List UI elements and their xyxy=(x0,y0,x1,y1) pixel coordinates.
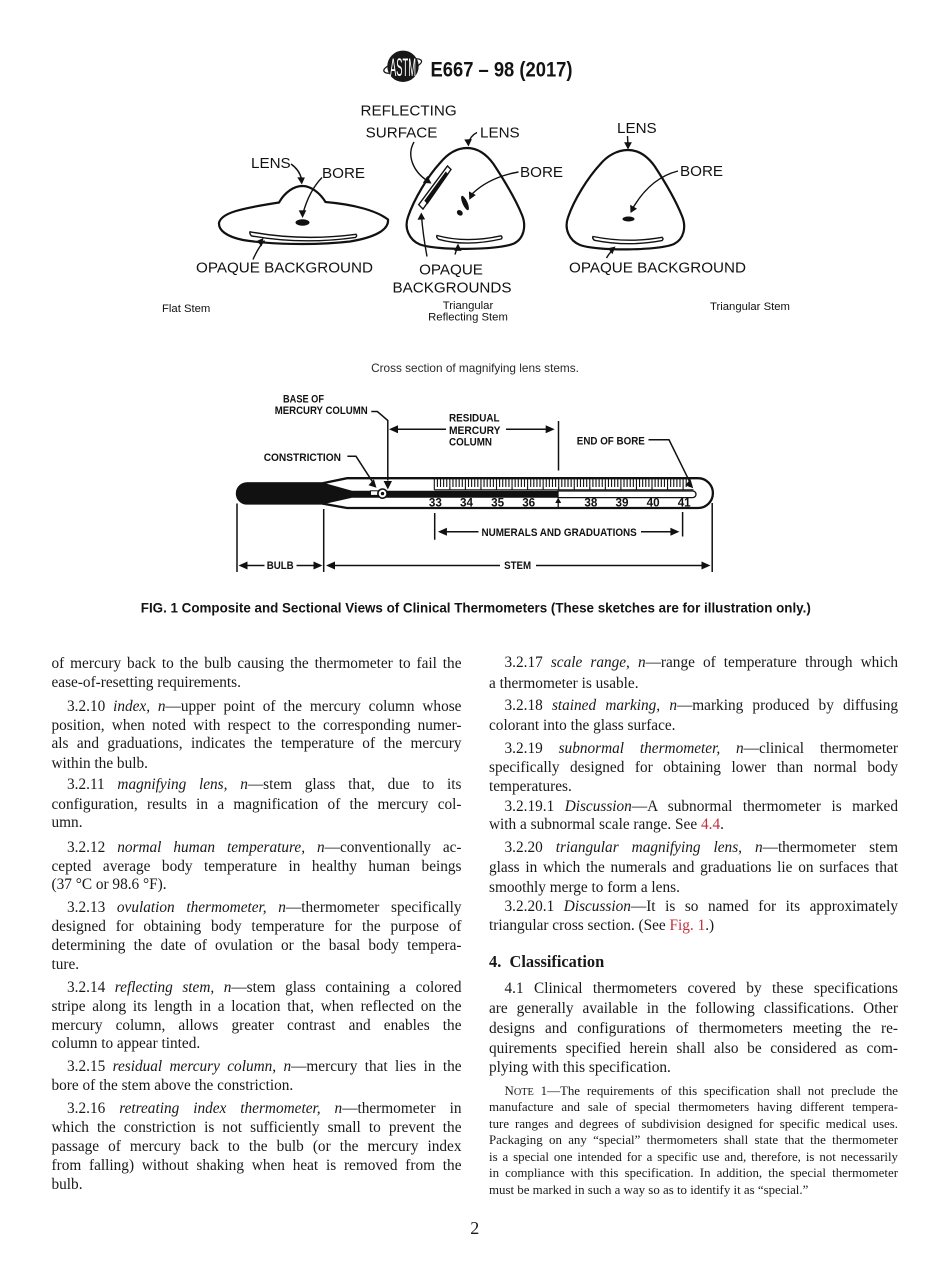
svg-text:REFLECTING: REFLECTING xyxy=(360,103,456,120)
svg-text:BORE: BORE xyxy=(322,165,365,182)
svg-text:BACKGROUNDS: BACKGROUNDS xyxy=(393,280,512,297)
svg-text:FIG. 1 Composite and Sectional: FIG. 1 Composite and Sectional Views of … xyxy=(141,600,811,615)
svg-text:Triangular: Triangular xyxy=(443,300,494,312)
svg-text:SURFACE: SURFACE xyxy=(366,125,438,142)
svg-text:END OF BORE: END OF BORE xyxy=(577,435,645,447)
svg-text:Flat Stem: Flat Stem xyxy=(162,303,210,315)
svg-text:39: 39 xyxy=(616,496,629,510)
svg-text:2: 2 xyxy=(470,1218,479,1238)
svg-text:OPAQUE BACKGROUND: OPAQUE BACKGROUND xyxy=(196,260,373,277)
svg-text:Cross section of magnifying le: Cross section of magnifying lens stems. xyxy=(371,361,579,375)
svg-text:38: 38 xyxy=(584,496,597,510)
svg-text:MERCURY: MERCURY xyxy=(449,425,501,437)
svg-text:STEM: STEM xyxy=(504,560,531,572)
svg-text:41: 41 xyxy=(678,496,691,510)
svg-text:COLUMN: COLUMN xyxy=(449,437,492,449)
svg-text:36: 36 xyxy=(522,496,535,510)
svg-text:40: 40 xyxy=(647,496,660,510)
svg-text:MERCURY COLUMN: MERCURY COLUMN xyxy=(275,405,368,417)
svg-text:BASE OF: BASE OF xyxy=(283,393,324,405)
svg-text:LENS: LENS xyxy=(480,125,520,142)
svg-text:34: 34 xyxy=(460,496,473,510)
svg-text:BULB: BULB xyxy=(267,560,294,572)
svg-text:ASTM: ASTM xyxy=(390,55,416,82)
svg-text:LENS: LENS xyxy=(617,120,657,137)
svg-text:OPAQUE: OPAQUE xyxy=(419,262,483,279)
svg-text:E667 – 98 (2017): E667 – 98 (2017) xyxy=(431,58,573,82)
svg-text:RESIDUAL: RESIDUAL xyxy=(449,412,500,424)
svg-text:33: 33 xyxy=(429,496,442,510)
svg-text:LENS: LENS xyxy=(251,155,291,172)
svg-text:BORE: BORE xyxy=(520,164,563,181)
svg-text:CONSTRICTION: CONSTRICTION xyxy=(264,452,341,464)
svg-text:35: 35 xyxy=(491,496,504,510)
svg-text:Reflecting Stem: Reflecting Stem xyxy=(428,312,508,324)
svg-text:BORE: BORE xyxy=(680,163,723,180)
svg-text:NUMERALS AND GRADUATIONS: NUMERALS AND GRADUATIONS xyxy=(481,527,637,539)
svg-text:OPAQUE BACKGROUND: OPAQUE BACKGROUND xyxy=(569,260,746,277)
svg-text:Triangular Stem: Triangular Stem xyxy=(710,301,790,313)
